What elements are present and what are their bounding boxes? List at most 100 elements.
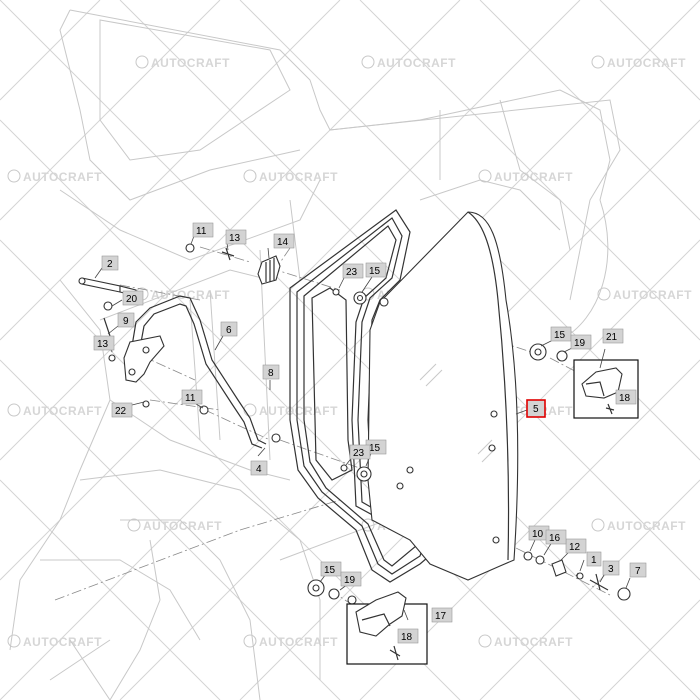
- svg-text:AUTOCRAFT: AUTOCRAFT: [494, 170, 573, 184]
- watermark-logo: AUTOCRAFT: [243, 634, 338, 649]
- detail-box-latch-upper: [573, 359, 639, 419]
- handle-rod: [131, 295, 267, 449]
- svg-text:10: 10: [532, 529, 544, 540]
- callout-tag[interactable]: 15: [365, 262, 387, 278]
- callout-tag[interactable]: 19: [570, 334, 592, 350]
- svg-text:20: 20: [126, 294, 138, 305]
- screw-head: [142, 400, 150, 408]
- callout-tag[interactable]: 14: [273, 233, 295, 249]
- callout-tag[interactable]: 16: [545, 529, 567, 545]
- watermark-logo: AUTOCRAFT: [243, 169, 338, 184]
- svg-text:8: 8: [268, 368, 274, 379]
- svg-text:21: 21: [606, 332, 618, 343]
- callout-tag[interactable]: 11: [192, 222, 214, 238]
- cab-background: [9, 9, 621, 700]
- watermark-logo: AUTOCRAFT: [478, 169, 573, 184]
- watermark-logo: AUTOCRAFT: [478, 634, 573, 649]
- callout-tag[interactable]: 23: [342, 263, 364, 279]
- svg-text:15: 15: [369, 443, 381, 454]
- glass-hole: [396, 482, 404, 490]
- callout-tag[interactable]: 2: [101, 255, 119, 271]
- screw-head: [108, 354, 116, 362]
- svg-text:15: 15: [369, 266, 381, 277]
- callout-tag[interactable]: 18: [615, 389, 637, 405]
- callout-tag[interactable]: 8: [262, 364, 280, 380]
- screw: [221, 247, 235, 261]
- callout-tag[interactable]: 13: [93, 335, 115, 351]
- svg-text:18: 18: [401, 632, 413, 643]
- svg-text:6: 6: [226, 325, 232, 336]
- watermark-logo: AUTOCRAFT: [243, 403, 338, 418]
- nut: [185, 243, 195, 253]
- washer: [332, 288, 340, 296]
- callout-tag[interactable]: 22: [111, 402, 133, 418]
- svg-text:AUTOCRAFT: AUTOCRAFT: [23, 404, 102, 418]
- svg-text:18: 18: [619, 393, 631, 404]
- svg-text:AUTOCRAFT: AUTOCRAFT: [259, 635, 338, 649]
- callout-tag[interactable]: 4: [250, 460, 268, 476]
- glass-hole: [488, 444, 496, 452]
- svg-text:4: 4: [256, 464, 262, 475]
- callout-tag[interactable]: 1: [586, 551, 602, 567]
- callout-tag-highlighted[interactable]: 5: [526, 399, 546, 418]
- svg-text:15: 15: [554, 330, 566, 341]
- svg-text:12: 12: [569, 542, 581, 553]
- callout-tag[interactable]: 15: [320, 561, 342, 577]
- svg-text:9: 9: [123, 316, 129, 327]
- svg-text:AUTOCRAFT: AUTOCRAFT: [607, 56, 686, 70]
- glass-hole: [406, 466, 414, 474]
- svg-text:2: 2: [107, 259, 113, 270]
- callout-tag[interactable]: 6: [220, 321, 238, 337]
- watermark-logo: AUTOCRAFT: [127, 518, 222, 533]
- svg-text:AUTOCRAFT: AUTOCRAFT: [259, 404, 338, 418]
- svg-text:11: 11: [185, 393, 196, 404]
- detail-box-latch-lower: [346, 591, 428, 665]
- svg-text:AUTOCRAFT: AUTOCRAFT: [613, 288, 692, 302]
- svg-text:15: 15: [324, 565, 336, 576]
- glass-hole: [492, 536, 500, 544]
- watermark-logo: AUTOCRAFT: [591, 55, 686, 70]
- door-inner-panel: [311, 287, 353, 481]
- callout-tag[interactable]: 15: [365, 439, 387, 455]
- callout-tag[interactable]: 17: [431, 607, 453, 623]
- callout-tag[interactable]: 3: [602, 560, 620, 576]
- svg-text:23: 23: [353, 448, 365, 459]
- callout-tag[interactable]: 20: [122, 290, 144, 306]
- svg-text:17: 17: [435, 611, 447, 622]
- callout-tag[interactable]: 13: [225, 229, 247, 245]
- callout-tag[interactable]: 18: [397, 628, 419, 644]
- glass-hole: [379, 297, 389, 307]
- svg-text:AUTOCRAFT: AUTOCRAFT: [23, 635, 102, 649]
- callout-tag[interactable]: 19: [340, 571, 362, 587]
- svg-text:AUTOCRAFT: AUTOCRAFT: [151, 56, 230, 70]
- callout-tag[interactable]: 12: [565, 538, 587, 554]
- watermark-logo: AUTOCRAFT: [7, 403, 102, 418]
- callout-tag[interactable]: 15: [550, 326, 572, 342]
- svg-text:3: 3: [608, 564, 614, 575]
- svg-text:7: 7: [635, 566, 641, 577]
- svg-text:13: 13: [229, 233, 241, 244]
- callout-tag[interactable]: 21: [602, 328, 624, 344]
- watermark-logo: AUTOCRAFT: [135, 55, 230, 70]
- svg-text:22: 22: [115, 406, 127, 417]
- bottom-hardware-stack: [523, 551, 631, 601]
- callout-tag[interactable]: 7: [629, 562, 647, 578]
- callout-tag[interactable]: 9: [117, 312, 135, 328]
- callout-tags: 1 2 3 4 5 6 7 8 9 10 11 11 12 13 13 14 1…: [93, 222, 647, 644]
- svg-text:16: 16: [549, 533, 561, 544]
- glass-hole: [490, 410, 498, 418]
- svg-text:5: 5: [533, 404, 539, 415]
- svg-text:11: 11: [196, 226, 207, 237]
- svg-text:19: 19: [344, 575, 356, 586]
- callout-tag[interactable]: 11: [181, 389, 203, 405]
- callout-tag[interactable]: 23: [349, 444, 371, 460]
- hinge-bracket: [123, 335, 165, 383]
- watermark-logo: AUTOCRAFT: [135, 287, 230, 302]
- svg-text:AUTOCRAFT: AUTOCRAFT: [377, 56, 456, 70]
- svg-text:19: 19: [574, 338, 586, 349]
- svg-text:AUTOCRAFT: AUTOCRAFT: [259, 170, 338, 184]
- svg-text:23: 23: [346, 267, 358, 278]
- watermark-logo: AUTOCRAFT: [361, 55, 456, 70]
